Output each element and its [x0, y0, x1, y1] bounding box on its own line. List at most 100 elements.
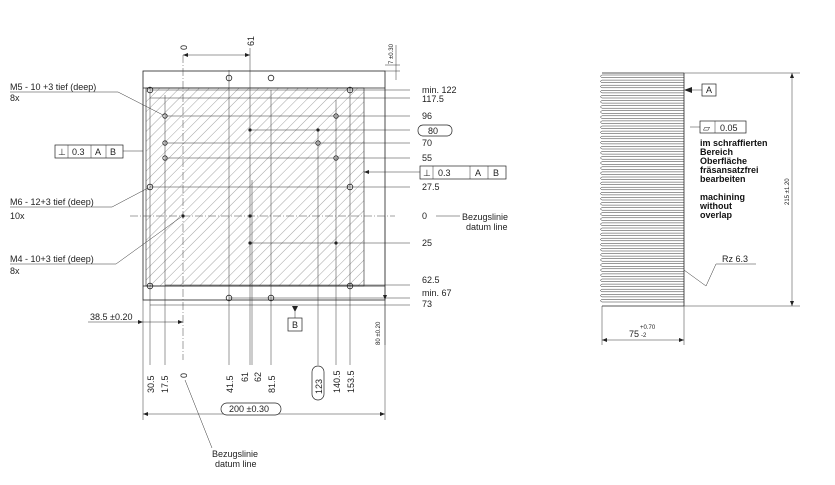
fin [600, 100, 684, 104]
fin [600, 283, 684, 287]
fin [600, 176, 684, 180]
dim-0: 0 [422, 211, 427, 221]
fin [600, 79, 684, 83]
thread-m4-label: M4 - 10+3 tief (deep) [10, 254, 94, 264]
datum-a-label: A [706, 85, 712, 95]
roughness-label: Rz 6.3 [722, 254, 748, 264]
thread-m6-label: M6 - 12+3 tief (deep) [10, 197, 94, 207]
note-de-0: im schraffierten [700, 138, 768, 148]
thread-m6-count: 10x [10, 211, 25, 221]
thread-holes [146, 74, 354, 302]
fin [600, 95, 684, 99]
fin [600, 273, 684, 277]
note-de-1: Bereich [700, 147, 733, 157]
fin [600, 161, 684, 165]
fin [600, 141, 684, 145]
fin [600, 125, 684, 129]
fin [600, 207, 684, 211]
top-tolerance: 7 ±0.30 [389, 43, 395, 64]
note-en-1: without [699, 201, 732, 211]
fin [600, 288, 684, 293]
datum-bottom-en: datum line [215, 459, 257, 469]
bdim-0: 0 [179, 373, 189, 378]
datum-right-en: datum line [466, 222, 508, 232]
fin [600, 212, 684, 216]
dim-70: 70 [422, 138, 432, 148]
fin [600, 192, 684, 196]
fin [600, 294, 684, 298]
dim-96: 96 [422, 111, 432, 121]
bdim-153-5: 153.5 [346, 370, 356, 393]
bottom-dimensions: 30.5 17.5 0 41.5 61 62 81.5 123 140.5 15… [146, 365, 356, 401]
note-en-2: overlap [700, 210, 733, 220]
fin [600, 135, 684, 140]
fin [600, 115, 684, 119]
dim-73: 73 [422, 299, 432, 309]
datum-bottom-de: Bezugslinie [212, 449, 258, 459]
thread-m4-count: 8x [10, 266, 20, 276]
tol-ref1-left: A [95, 147, 101, 157]
side-width-tol-low: -2 [641, 333, 647, 339]
machining-notes: im schraffierten Bereich Oberfläche fräs… [699, 138, 768, 220]
fin [600, 120, 684, 124]
fin [600, 258, 684, 262]
tol-ref1-right: A [475, 168, 481, 178]
top-dim-61: 61 [246, 36, 256, 46]
bdim-41-5: 41.5 [225, 375, 235, 393]
fin [600, 227, 684, 231]
fin [600, 166, 684, 170]
fin [600, 186, 684, 191]
fin [600, 74, 684, 78]
fin [600, 299, 684, 303]
fin [600, 222, 684, 226]
datum-right-de: Bezugslinie [462, 212, 508, 222]
perp-symbol-left: ⊥ [58, 147, 66, 157]
dim-62-5: 62.5 [422, 275, 440, 285]
fin [600, 84, 684, 89]
note-de-3: fräsansatzfrei [700, 165, 759, 175]
dim-80: 80 [428, 126, 438, 136]
bdim-140-5: 140.5 [332, 370, 342, 393]
right-dimensions: min. 122 117.5 96 80 70 55 27.5 0 25 62.… [417, 85, 457, 309]
bdim-62: 62 [253, 372, 263, 382]
height-dim-80: 80 ±0.20 [376, 321, 382, 345]
dim-min-122: min. 122 [422, 85, 457, 95]
fin [600, 197, 684, 201]
bdim-81-5: 81.5 [267, 375, 277, 393]
fin [600, 243, 684, 247]
fin [600, 90, 684, 94]
thread-callouts: M5 - 10 +3 tief (deep) 8x M6 - 12+3 tief… [10, 82, 182, 276]
tol-ref2-left: B [110, 147, 116, 157]
perp-symbol-right: ⊥ [423, 168, 431, 178]
note-de-4: bearbeiten [700, 174, 746, 184]
fin [600, 253, 684, 257]
note-en-0: machining [700, 192, 745, 202]
fin [600, 248, 684, 252]
dim-55: 55 [422, 153, 432, 163]
thread-m5-label: M5 - 10 +3 tief (deep) [10, 82, 96, 92]
fin [600, 181, 684, 185]
fin [600, 146, 684, 150]
fin [600, 278, 684, 282]
top-dim-0: 0 [179, 45, 189, 50]
bdim-61: 61 [240, 372, 250, 382]
flatness-value: 0.05 [720, 123, 738, 133]
width-dim-200: 200 ±0.30 [229, 404, 269, 414]
tolerance-frame-left: ⊥ 0.3 A B [54, 144, 143, 159]
flatness-symbol: ▱ [703, 123, 710, 133]
side-width-tol-up: +0.70 [640, 325, 656, 331]
side-view: A ▱ 0.05 im schraffierten Bereich Oberfl… [600, 72, 800, 345]
fin [600, 237, 684, 242]
fin [600, 151, 684, 155]
side-height-dim: 215 ±1.20 [785, 178, 791, 205]
bdim-30-5: 30.5 [146, 375, 156, 393]
fin [600, 268, 684, 272]
fin [600, 110, 684, 114]
left-dim-38-5: 38.5 ±0.20 [90, 312, 132, 322]
datum-b-label: B [292, 320, 298, 330]
plate-outline [142, 70, 386, 301]
datum-b: B [287, 306, 303, 332]
thread-m5-count: 8x [10, 93, 20, 103]
